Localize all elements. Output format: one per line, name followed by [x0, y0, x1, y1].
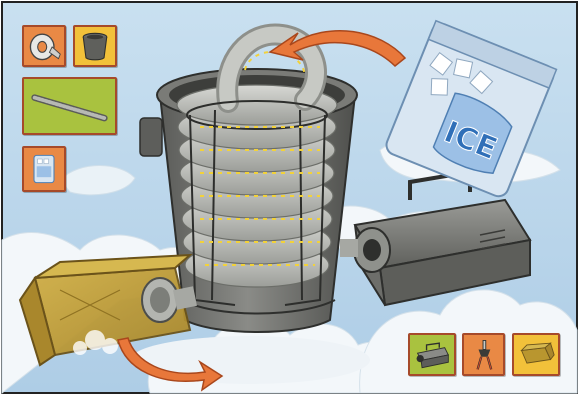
bucket-icon [75, 27, 115, 65]
ice-bag-icon [24, 148, 64, 190]
thumb-ice-bag [22, 146, 66, 192]
outlet-hose [175, 296, 195, 300]
thumb-utility-knife [462, 333, 505, 376]
knife-icon [464, 335, 503, 374]
fog-machine-icon [410, 335, 454, 374]
thumb-bucket [73, 25, 117, 67]
box-icon [514, 335, 558, 374]
hose-icon [24, 79, 115, 133]
thumb-box [512, 333, 560, 376]
tape-roll-icon [24, 27, 64, 65]
thumb-dryer-hose [22, 77, 117, 135]
thumb-duct-tape [22, 25, 66, 67]
thumb-fog-machine [408, 333, 456, 376]
